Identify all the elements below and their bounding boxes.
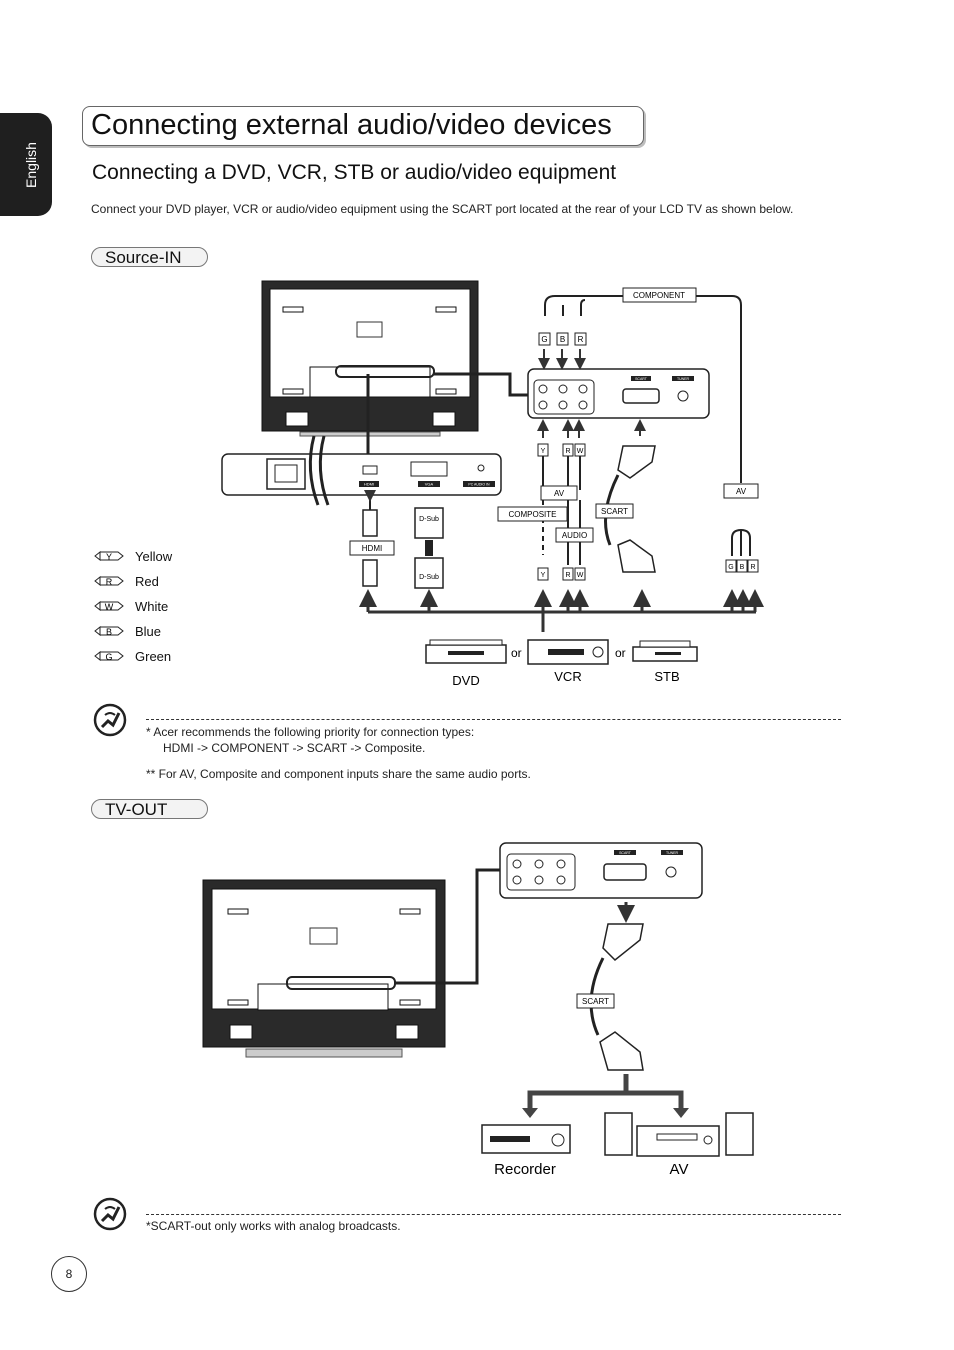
plug-r-label: R (578, 335, 584, 344)
svg-text:R: R (106, 577, 113, 587)
dsub-top-label: D-Sub (419, 516, 439, 523)
rca-plug-icon: W (94, 600, 124, 612)
svg-text:Y: Y (106, 552, 112, 562)
svg-text:W: W (577, 572, 584, 579)
rca-plug-icon: R (94, 575, 124, 587)
av-input-panel: SCART TUNER (527, 368, 710, 419)
dsub-bottom-label: D-Sub (419, 574, 439, 581)
rca-plug-icon: Y (94, 550, 124, 562)
language-tab: English (0, 113, 52, 216)
tv-out-heading: TV-OUT (91, 799, 208, 819)
source-in-heading: Source-IN (91, 247, 208, 267)
panel-scart-label: SCART (635, 377, 648, 381)
hdmi-label: HDMI (362, 544, 382, 553)
device-label-av: AV (670, 1161, 689, 1178)
device-label-vcr: VCR (554, 669, 581, 684)
component-label: COMPONENT (633, 291, 685, 300)
section-subtitle: Connecting a DVD, VCR, STB or audio/vide… (92, 161, 617, 184)
svg-text:B: B (106, 627, 112, 637)
scart-label: SCART (582, 997, 609, 1006)
svg-text:G: G (728, 564, 733, 571)
note-divider (146, 1214, 841, 1215)
intro-paragraph: Connect your DVD player, VCR or audio/vi… (91, 202, 794, 216)
note-1-line-1: * Acer recommends the following priority… (146, 725, 475, 739)
page-title-box: Connecting external audio/video devices (82, 106, 644, 146)
page-title: Connecting external audio/video devices (91, 109, 612, 141)
svg-text:B: B (740, 564, 745, 571)
legend-label: Yellow (135, 549, 173, 564)
legend-label: Red (135, 574, 159, 589)
dvd-player-icon (425, 639, 507, 664)
tv-rear-illustration (202, 879, 446, 1058)
note-1-line-2: HDMI -> COMPONENT -> SCART -> Composite. (163, 741, 426, 755)
av-label: AV (554, 489, 565, 498)
recorder-icon (481, 1124, 571, 1154)
av-output-panel: SCART TUNER (499, 842, 703, 899)
or-label: or (511, 646, 522, 660)
note-icon (93, 1197, 127, 1231)
composite-label: COMPOSITE (508, 510, 556, 519)
device-label-recorder: Recorder (494, 1161, 556, 1178)
note-2-text: *SCART-out only works with analog broadc… (146, 1219, 401, 1233)
plug-w-label: W (577, 448, 584, 455)
device-label-dvd: DVD (452, 673, 479, 688)
legend-label: Green (135, 649, 172, 664)
page-number: 8 (51, 1256, 87, 1292)
plug-y-label: Y (541, 448, 546, 455)
scart-label: SCART (601, 507, 628, 516)
rca-plug-icon: B (94, 625, 124, 637)
vcr-icon (527, 639, 609, 665)
plug-b-label: B (560, 335, 565, 344)
svg-text:R: R (565, 572, 570, 579)
note-1-line-3: ** For AV, Composite and component input… (146, 767, 531, 781)
note-divider (146, 719, 841, 720)
connector-panel-main: HDMI VGA PC AUDIO IN (221, 453, 502, 496)
or-label: or (615, 646, 626, 660)
device-label-stb: STB (654, 669, 679, 684)
stb-icon (632, 640, 698, 662)
plug-g-label: G (541, 335, 547, 344)
audio-label: AUDIO (562, 531, 587, 540)
plug-r-label: R (565, 448, 570, 455)
panel-vga-label: VGA (425, 482, 434, 487)
legend-label: White (135, 599, 169, 614)
legend-label: Blue (135, 624, 162, 639)
svg-text:R: R (750, 564, 755, 571)
rca-plug-icon: G (94, 650, 124, 662)
panel-scart-label: SCART (619, 851, 632, 855)
tv-rear-illustration (261, 280, 479, 437)
av-right-label: AV (736, 487, 747, 496)
panel-tuner-label: TUNER (666, 851, 679, 855)
note-icon (93, 703, 127, 737)
svg-text:G: G (105, 652, 112, 662)
panel-hdmi-label: HDMI (364, 482, 374, 487)
av-system-icon (604, 1112, 754, 1157)
panel-tuner-label: TUNER (677, 377, 690, 381)
svg-text:W: W (105, 602, 114, 612)
svg-text:Y: Y (541, 572, 546, 579)
panel-pc-audio-label: PC AUDIO IN (468, 483, 490, 487)
